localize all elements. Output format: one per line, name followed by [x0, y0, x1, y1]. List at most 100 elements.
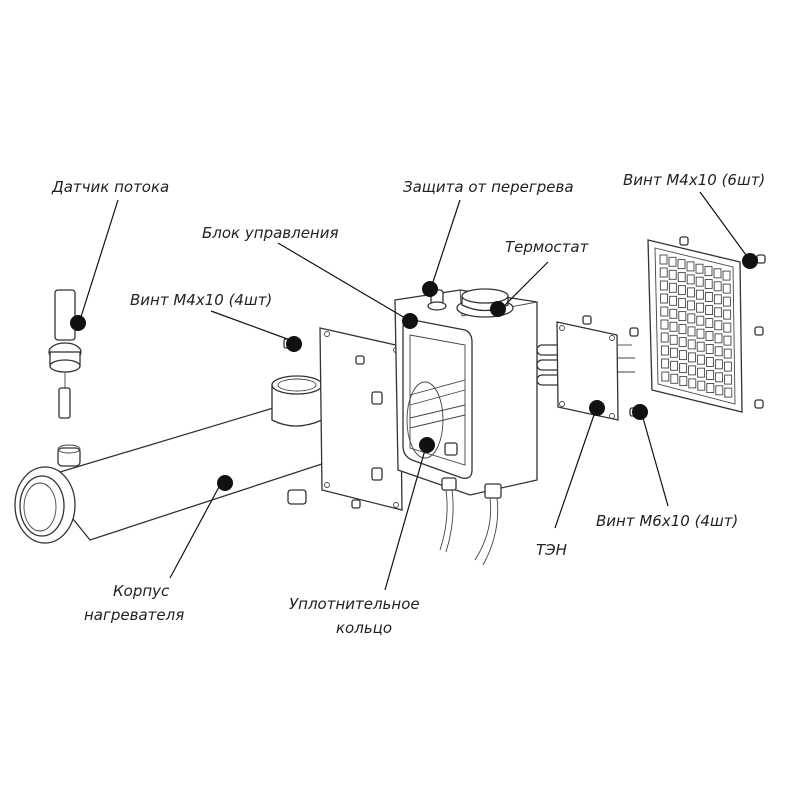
callout-dot-heater-body: [217, 475, 233, 491]
label-control-unit: Блок управления: [202, 224, 339, 242]
cover-grid-cell: [677, 259, 686, 270]
callout-dot-heating-element: [589, 400, 605, 416]
cover-grid-cell: [714, 333, 723, 344]
cover-grid-cell: [715, 372, 724, 383]
cover-grid-cell: [695, 289, 704, 300]
cover-grid-cell: [687, 326, 696, 337]
cover-grid-cell: [723, 361, 732, 372]
cover-grid-cell: [706, 370, 715, 380]
flange-plate: [319, 327, 403, 511]
callout-dot-overheat: [422, 281, 438, 297]
cover-grid-cell: [713, 281, 722, 292]
cover-grid-cell: [723, 335, 732, 346]
cover-grid-cell: [723, 309, 732, 320]
cover-grid-cell: [714, 346, 723, 357]
cover-grid-cell: [659, 280, 668, 291]
cover-grid-cell: [660, 332, 669, 343]
cover-grid-cell: [677, 285, 686, 296]
label-heater-body-1: Корпус: [113, 582, 170, 600]
callout-dot-screw-m4-4: [286, 336, 302, 352]
heating-element-part: [536, 315, 639, 421]
cover-grid-cell: [679, 363, 688, 374]
cover-grid-cell: [724, 387, 733, 398]
control-box: [394, 288, 538, 566]
cover-grid-cell: [723, 348, 732, 359]
label-flow-sensor: Датчик потока: [51, 178, 169, 196]
cover-grid-cell: [687, 339, 696, 350]
cover-grid-cell: [661, 358, 670, 369]
cover-inner-rim: [654, 247, 736, 405]
label-heater-body-2: нагревателя: [84, 606, 184, 624]
cover-grid-cell: [687, 352, 696, 363]
cover-grid-cell: [705, 357, 714, 367]
cover-grid-cell: [661, 371, 670, 382]
cover-grid-cell: [715, 385, 724, 396]
cover-grid-cell: [696, 315, 705, 326]
callout-dot-flow-sensor: [70, 315, 86, 331]
cover-grid-cell: [713, 268, 722, 279]
label-screw-m4-4: Винт M4x10 (4шт): [130, 291, 272, 309]
cover-grid-cell: [704, 292, 713, 302]
cover-grid-cell: [704, 279, 713, 289]
cover-plate: [647, 239, 743, 413]
cover-grid-cell: [722, 296, 731, 307]
flow-sensor-part: [48, 289, 82, 419]
cover-grid-cell: [677, 272, 686, 283]
cover-grid-cell: [686, 261, 695, 272]
cover-grid-cell: [687, 313, 696, 324]
cover-grid-cell: [668, 256, 677, 267]
label-screw-m4-6: Винт M4x10 (6шт): [623, 171, 765, 189]
label-seal-ring-2: кольцо: [336, 619, 392, 637]
cover-grid-cell: [669, 295, 678, 306]
cover-grid-cell: [705, 331, 714, 341]
cover-grid-cell: [696, 354, 705, 365]
cover-grid-cell: [678, 298, 687, 309]
label-thermostat: Термостат: [505, 238, 590, 256]
cover-grid-cell: [705, 344, 714, 354]
cover-grid-cell: [697, 380, 706, 391]
cover-grid-cell: [660, 319, 669, 330]
cover-grid-cell: [695, 276, 704, 287]
heater-body: [14, 375, 396, 544]
callouts: [70, 191, 758, 591]
cover-grid-cell: [705, 305, 714, 315]
cover-grid-cell: [714, 307, 723, 318]
cover-grid-cell: [688, 378, 697, 389]
label-screw-m6-4: Винт M6x10 (4шт): [596, 512, 738, 530]
cover-grid-cell: [723, 322, 732, 333]
cover-grid-cell: [705, 318, 714, 328]
cover-grid-cell: [669, 321, 678, 332]
cover-grid-cell: [660, 293, 669, 304]
cover-grid-cell: [659, 254, 668, 265]
label-overheat-protection: Защита от перегрева: [403, 178, 574, 196]
cover-grid-cell: [722, 283, 731, 294]
cover-grid-cell: [669, 347, 678, 358]
cover-grid-cell: [696, 328, 705, 339]
cover-grid-cell: [678, 337, 687, 348]
cover-grid-cell: [669, 334, 678, 345]
cover-grid-cell: [687, 300, 696, 311]
cover-grid-cell: [670, 373, 679, 384]
cover-grid-cell: [659, 267, 668, 278]
cover-grid-cell: [714, 359, 723, 370]
cover-grid-cell: [714, 320, 723, 331]
cover-grid-cell: [679, 376, 688, 387]
cover-grid-cell: [706, 383, 715, 393]
cover-grid-cell: [696, 302, 705, 313]
cover-grid-cell: [678, 324, 687, 335]
label-heating-element: ТЭН: [536, 541, 567, 559]
label-seal-ring-1: Уплотнительное: [289, 595, 420, 613]
callout-dot-screw-m6-4: [632, 404, 648, 420]
cover-grid-cell: [670, 360, 679, 371]
cover-grid-cell: [695, 263, 704, 274]
callout-dot-seal-ring: [419, 437, 435, 453]
cover-grid-cell: [724, 374, 733, 385]
cover-grid-cell: [668, 282, 677, 293]
cover-grid-cell: [668, 269, 677, 280]
cover-grid-cell: [660, 306, 669, 317]
cover-grid-cell: [688, 365, 697, 376]
cover-grid-cell: [713, 294, 722, 305]
callout-dot-thermostat: [490, 301, 506, 317]
